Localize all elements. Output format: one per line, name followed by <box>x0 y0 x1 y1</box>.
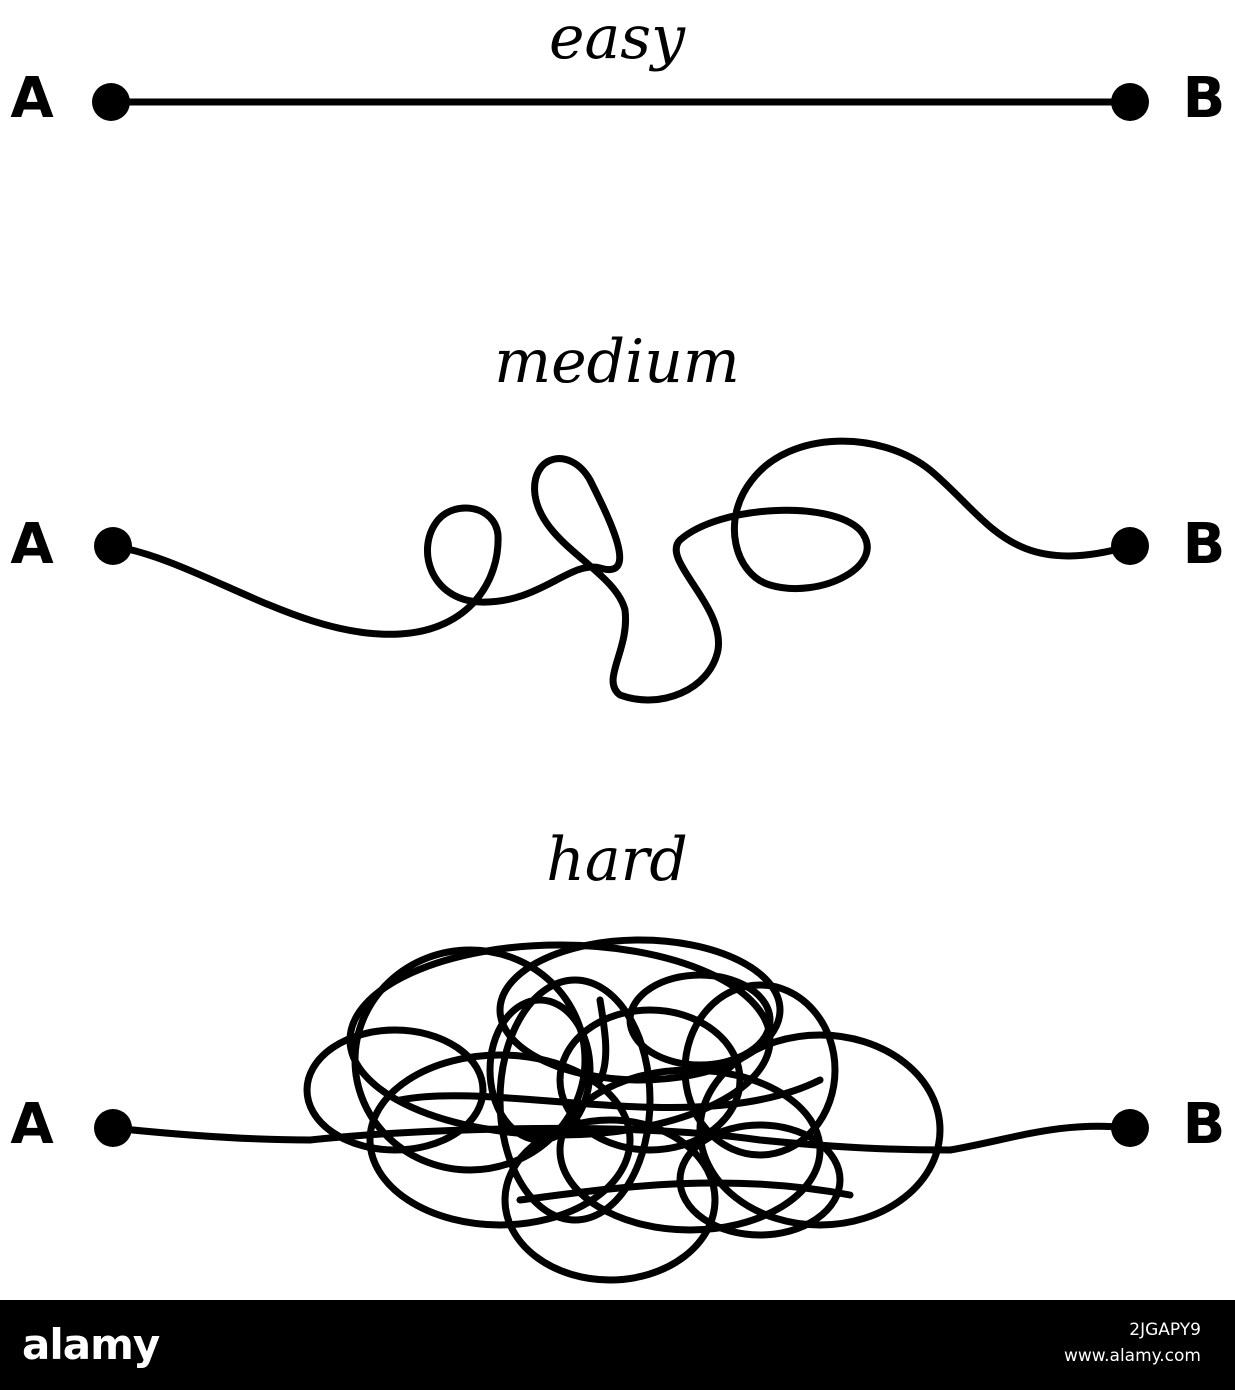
medium-title: medium <box>494 327 740 397</box>
footer-url: www.alamy.com <box>1063 1346 1201 1366</box>
medium-start-label: A <box>10 512 54 577</box>
hard-end-label: B <box>1183 1092 1226 1157</box>
hard-title: hard <box>546 825 688 895</box>
difficulty-diagram: easy A B medium A B hard A <box>10 3 1226 1284</box>
easy-end-dot <box>1111 83 1149 121</box>
medium-loopy-path <box>109 437 1134 704</box>
image-id: 2JGAPY9 <box>1129 1320 1201 1340</box>
hard-row: hard A B <box>10 825 1226 1284</box>
alamy-logo: alamy <box>22 1320 160 1369</box>
hard-end-dot <box>1111 1109 1149 1147</box>
easy-row: easy A B <box>10 3 1225 131</box>
medium-row: medium A B <box>10 327 1226 704</box>
easy-end-label: B <box>1183 66 1226 131</box>
hard-start-label: A <box>10 1092 54 1157</box>
medium-end-dot <box>1111 527 1149 565</box>
easy-start-label: A <box>10 66 54 131</box>
easy-title: easy <box>549 3 686 73</box>
hard-tangled-path <box>109 936 1134 1284</box>
watermark-footer: alamy 2JGAPY9 www.alamy.com <box>0 1300 1235 1390</box>
medium-end-label: B <box>1183 512 1226 577</box>
